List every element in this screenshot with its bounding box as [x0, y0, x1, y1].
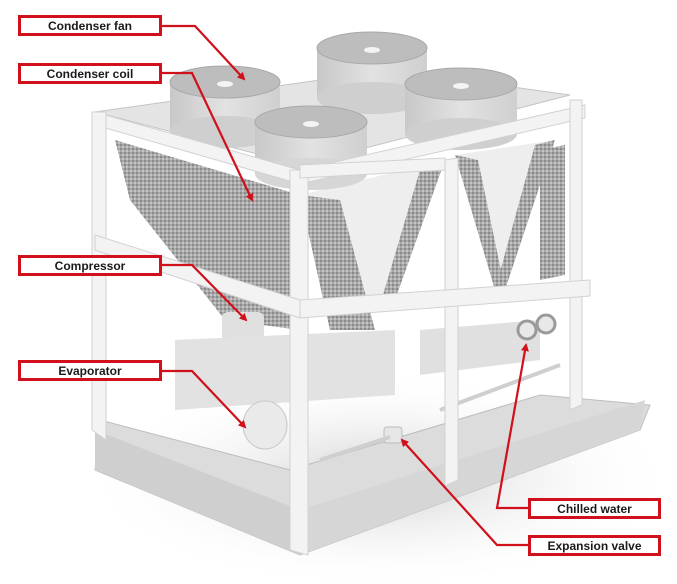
label-chilled-water: Chilled water	[528, 498, 661, 519]
label-expansion-valve: Expansion valve	[528, 535, 661, 556]
label-evaporator: Evaporator	[18, 360, 162, 381]
condenser-coil-left	[115, 140, 300, 330]
label-condenser-coil: Condenser coil	[18, 63, 162, 84]
frame	[91, 99, 591, 556]
callout-line-compressor	[161, 263, 248, 322]
callout-line-condenser-fan	[161, 24, 246, 81]
callout-line-expansion-valve	[400, 438, 528, 547]
callout-line-condenser-coil	[161, 71, 254, 202]
callout-line-evaporator	[161, 369, 247, 429]
evaporator-left	[175, 330, 395, 410]
label-condenser-fan: Condenser fan	[18, 15, 162, 36]
callout-lines	[161, 24, 529, 547]
expansion-valve-body	[383, 426, 403, 444]
callout-line-chilled-water	[495, 343, 529, 510]
label-compressor: Compressor	[18, 255, 162, 276]
fan-2	[316, 31, 428, 114]
